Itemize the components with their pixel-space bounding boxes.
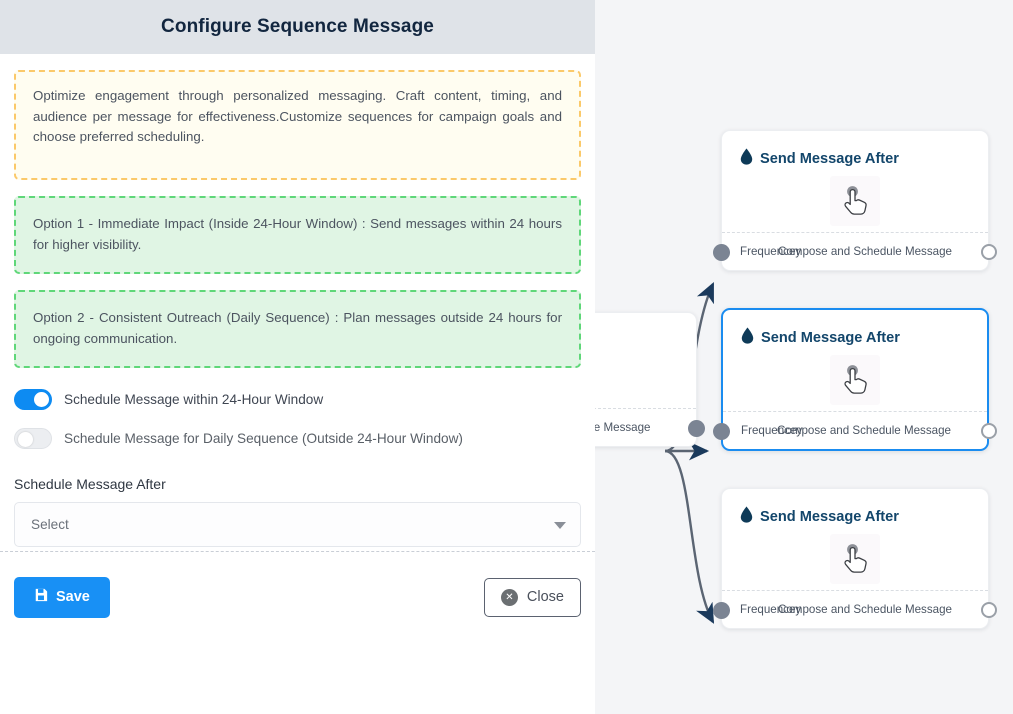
node-card-title: Send Message After	[760, 151, 899, 167]
node-card-title: Send Message After	[761, 330, 900, 346]
node-input-port[interactable]	[713, 601, 730, 619]
card-body	[723, 349, 987, 411]
card-body	[595, 346, 696, 408]
toggle-label-daily-sequence: Schedule Message for Daily Sequence (Out…	[64, 431, 463, 446]
card-head: Send Message After	[723, 310, 987, 349]
toggle-row-daily-sequence[interactable]: Schedule Message for Daily Sequence (Out…	[14, 423, 581, 454]
toggle-knob	[34, 392, 49, 407]
toggle-row-within-24-hour[interactable]: Schedule Message within 24-Hour Window	[14, 384, 581, 415]
node-input-port[interactable]	[713, 422, 730, 440]
source-node-card[interactable]: ce Message	[595, 312, 705, 447]
info-notice-optimize: Optimize engagement through personalized…	[14, 70, 581, 180]
node-foot-frequency-label: Frequencey	[740, 603, 802, 616]
page-title: Configure Sequence Message	[161, 16, 434, 37]
node-output-port[interactable]	[981, 422, 997, 439]
footer-divider	[0, 551, 595, 552]
toggle-knob	[18, 432, 33, 447]
chevron-down-icon	[554, 521, 566, 529]
info-notice-option-2-text: Option 2 - Consistent Outreach (Daily Se…	[33, 310, 562, 346]
hand-pointer-icon[interactable]	[830, 355, 880, 405]
node-output-port[interactable]	[981, 601, 997, 618]
node-foot-frequency-label: Frequencey	[741, 424, 803, 437]
card-foot: ce Message	[595, 408, 705, 446]
modal-header: Configure Sequence Message	[0, 0, 595, 54]
info-notice-option-2: Option 2 - Consistent Outreach (Daily Se…	[14, 290, 581, 368]
flow-canvas[interactable]: ce Message Send Message After Frequencey	[595, 0, 1013, 714]
hand-pointer-icon[interactable]	[830, 176, 880, 226]
water-drop-icon	[740, 506, 753, 528]
save-disk-icon	[34, 588, 48, 606]
cancel-button[interactable]: ✕ Close	[483, 577, 581, 617]
node-card-send-message-after-3[interactable]: Send Message After Frequencey Compose an…	[713, 488, 997, 629]
toggle-label-within-24-hour: Schedule Message within 24-Hour Window	[64, 392, 324, 407]
node-foot-compose-label: Compose and Schedule Message	[777, 603, 952, 616]
node-card-send-message-after-1[interactable]: Send Message After Frequencey Compose an…	[713, 130, 997, 271]
node-card-title: Send Message After	[760, 509, 899, 525]
modal-body: Optimize engagement through personalized…	[0, 54, 595, 547]
card-foot: Frequencey Compose and Schedule Message	[713, 232, 997, 270]
info-notice-optimize-text: Optimize engagement through personalized…	[33, 88, 562, 145]
close-button-label: Close	[526, 589, 564, 605]
modal-footer: Save ✕ Close	[0, 552, 595, 642]
node-card-send-message-after-2[interactable]: Send Message After Frequencey Compose an…	[713, 308, 997, 451]
select-value: Select	[31, 517, 69, 532]
card-foot: Frequencey Compose and Schedule Message	[713, 590, 997, 628]
source-node-output-port[interactable]	[688, 419, 705, 437]
card-head: Send Message After	[722, 489, 988, 528]
schedule-message-after-select[interactable]: Select	[14, 502, 581, 547]
card-head: Send Message After	[722, 131, 988, 170]
card-body	[722, 528, 988, 590]
water-drop-icon	[741, 327, 754, 349]
toggle-switch-daily-sequence[interactable]	[14, 428, 52, 449]
save-button-label: Save	[56, 589, 90, 605]
save-button[interactable]: Save	[14, 576, 110, 618]
node-foot-compose-label: Compose and Schedule Message	[777, 245, 952, 258]
source-node-foot-label: ce Message	[595, 421, 651, 434]
node-foot-compose-label: Compose and Schedule Message	[776, 424, 951, 437]
node-output-port[interactable]	[981, 243, 997, 260]
schedule-message-after-label: Schedule Message After	[14, 476, 166, 492]
schedule-message-after-field: Schedule Message After Select	[14, 476, 581, 547]
info-notice-option-1-text: Option 1 - Immediate Impact (Inside 24-H…	[33, 216, 562, 252]
card-body	[722, 170, 988, 232]
toggle-switch-within-24-hour[interactable]	[14, 389, 52, 410]
info-notice-option-1: Option 1 - Immediate Impact (Inside 24-H…	[14, 196, 581, 274]
node-input-port[interactable]	[713, 243, 730, 261]
card-foot: Frequencey Compose and Schedule Message	[713, 411, 997, 449]
circle-x-icon: ✕	[500, 588, 518, 606]
water-drop-icon	[740, 148, 753, 170]
hand-pointer-icon[interactable]	[830, 534, 880, 584]
configure-sequence-modal: Configure Sequence Message Optimize enga…	[0, 0, 595, 714]
node-foot-frequency-label: Frequencey	[740, 245, 802, 258]
